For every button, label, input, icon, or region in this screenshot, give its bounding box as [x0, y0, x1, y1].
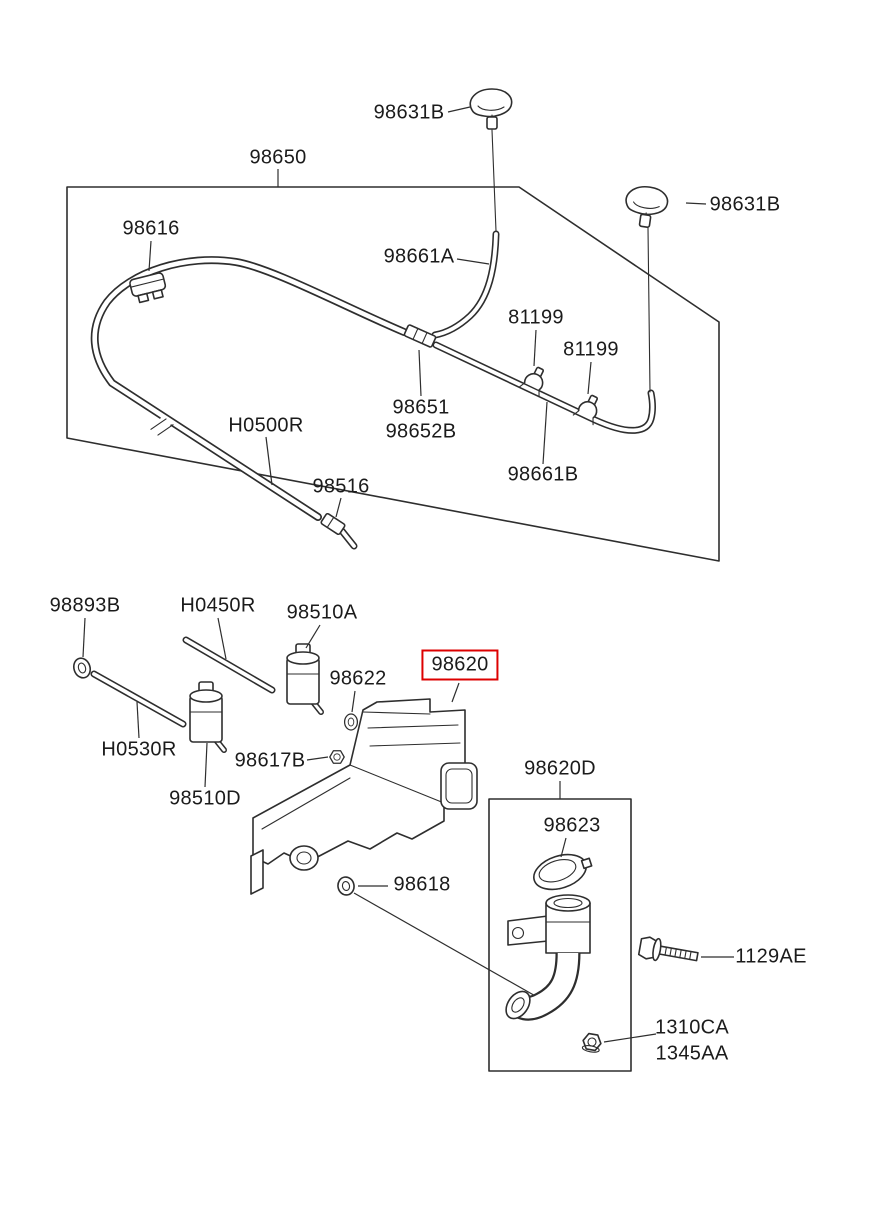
- part-label-1129ae[interactable]: 1129AE: [735, 945, 807, 968]
- part-label-98620-highlighted[interactable]: 98620: [421, 649, 499, 681]
- ring-98618-drawing: [337, 876, 355, 896]
- hose-98661A-drawing: [431, 230, 500, 339]
- part-label-h0450r[interactable]: H0450R: [180, 594, 256, 617]
- washer-inlet-assembly-drawing: [505, 894, 591, 1021]
- reservoir-inlet-guide-line: [353, 892, 554, 1007]
- part-label-81199-1[interactable]: 81199: [508, 306, 564, 329]
- part-label-h0500r[interactable]: H0500R: [228, 414, 304, 437]
- part-label-98631b-top[interactable]: 98631B: [373, 101, 445, 124]
- connector-98651-drawing: [403, 324, 437, 348]
- part-label-98510d[interactable]: 98510D: [169, 787, 241, 810]
- grommet-98622-drawing: [343, 713, 359, 731]
- part-label-98631b-right[interactable]: 98631B: [709, 193, 781, 216]
- part-label-1310ca[interactable]: 1310CA: [654, 1016, 730, 1039]
- hose-H0530R-drawing: [90, 670, 187, 728]
- bolt-1129AE-drawing: [637, 936, 699, 962]
- joint-98516-drawing: [320, 512, 346, 536]
- part-label-98661b[interactable]: 98661B: [507, 463, 579, 486]
- part-label-98618[interactable]: 98618: [393, 873, 451, 896]
- part-label-98616[interactable]: 98616: [122, 217, 180, 240]
- nut-1310CA-drawing: [580, 1031, 604, 1053]
- hose-98661B-drawing: [432, 341, 657, 434]
- washer-reservoir-98620-drawing: [250, 698, 478, 895]
- clip-98616-drawing: [129, 272, 167, 304]
- washer-nozzle-top-drawing: [469, 88, 513, 232]
- part-label-98620d[interactable]: 98620D: [524, 757, 596, 780]
- hose-H0500R-drawing: [90, 256, 408, 550]
- cap-98623-drawing: [533, 853, 593, 891]
- hose-break-mark: [150, 417, 174, 437]
- washer-pump-98510D-drawing: [190, 682, 224, 750]
- grommet-98893B-drawing: [70, 655, 94, 681]
- part-label-98650[interactable]: 98650: [249, 146, 307, 169]
- part-label-98617b[interactable]: 98617B: [234, 749, 306, 772]
- part-label-98516[interactable]: 98516: [312, 475, 370, 498]
- washer-nozzle-right-drawing: [621, 183, 671, 393]
- part-label-h0530r[interactable]: H0530R: [101, 738, 177, 761]
- part-label-81199-2[interactable]: 81199: [563, 338, 619, 361]
- hose-assembly-boundary-box: [66, 186, 720, 562]
- leader-lines: [82, 106, 734, 1043]
- part-label-98651[interactable]: 98651: [392, 396, 450, 419]
- washer-pump-98510A-drawing: [287, 644, 321, 712]
- part-label-98661a[interactable]: 98661A: [383, 245, 455, 268]
- part-label-98893b[interactable]: 98893B: [49, 594, 121, 617]
- screw-98617B-drawing: [329, 750, 345, 764]
- part-label-1345aa[interactable]: 1345AA: [655, 1042, 729, 1065]
- hose-H0450R-drawing: [182, 636, 276, 694]
- part-label-98623[interactable]: 98623: [543, 814, 601, 837]
- part-label-98510a[interactable]: 98510A: [286, 601, 358, 624]
- part-label-98622[interactable]: 98622: [329, 667, 387, 690]
- part-label-98652b[interactable]: 98652B: [385, 420, 457, 443]
